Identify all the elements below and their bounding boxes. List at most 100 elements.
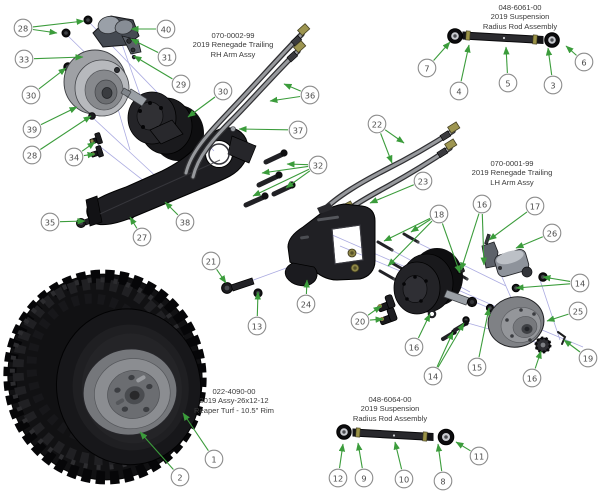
callout-number: 25 <box>573 307 583 317</box>
callout-balloon-39 <box>22 119 42 139</box>
leader-arrow <box>441 223 461 274</box>
callout-number: 9 <box>361 474 366 484</box>
callout-number: 32 <box>313 161 323 171</box>
callout-balloon-31 <box>157 47 177 67</box>
callout-balloon-30 <box>21 85 41 105</box>
callout-balloon-24 <box>296 294 316 314</box>
radius-rod-bottom <box>336 424 455 446</box>
callout-number: 10 <box>399 475 409 485</box>
leader-arrow <box>254 291 261 317</box>
callout-balloon-11 <box>469 446 489 466</box>
lh-pivot-bolt-nut <box>221 277 263 298</box>
leader-arrow <box>39 115 92 150</box>
callout-balloon-12 <box>328 468 348 488</box>
callout-number: 5 <box>505 79 510 89</box>
callout-balloon-10 <box>394 469 414 489</box>
leader-arrow <box>238 125 289 133</box>
callout-balloon-16 <box>472 194 492 214</box>
leader-arrow <box>216 268 227 284</box>
callout-balloon-29 <box>171 74 191 94</box>
callout-balloon-15 <box>467 357 487 377</box>
part-label-radius-rod-top: 048-6061-00 2019 Suspension Radius Rod A… <box>483 3 557 31</box>
callout-balloon-14 <box>570 273 590 293</box>
part-number: 048-6061-00 <box>498 3 542 12</box>
callout-balloon-22 <box>367 114 387 134</box>
leader-arrow <box>455 441 471 452</box>
part-desc-line1: 2019 Suspension <box>360 404 420 414</box>
leader-arrow <box>367 305 382 316</box>
callout-number: 38 <box>180 218 190 228</box>
callout-balloon-13 <box>247 316 267 336</box>
leader-arrow <box>269 95 301 104</box>
callout-balloon-8 <box>433 471 453 491</box>
callout-balloon-18 <box>429 204 449 224</box>
part-label-rh-arm-assy: 070-0002-99 2019 Renegade Trailing RH Ar… <box>193 31 274 59</box>
callout-number: 22 <box>372 120 382 130</box>
callout-balloon-17 <box>525 196 545 216</box>
callout-balloon-6 <box>574 52 594 72</box>
leader-arrow <box>356 442 363 469</box>
leader-arrow <box>252 168 310 197</box>
callout-balloon-30 <box>213 81 233 101</box>
leader-arrow <box>283 83 302 92</box>
leader-arrow <box>33 54 84 61</box>
callout-number: 24 <box>301 300 311 310</box>
callout-balloon-2 <box>170 467 190 487</box>
leader-arrow <box>369 184 415 204</box>
leader-arrow <box>515 283 571 291</box>
callout-number: 36 <box>305 91 315 101</box>
leader-arrow <box>387 220 433 267</box>
part-desc-line1: 2019 Assy-26x12-12 <box>199 396 269 406</box>
leader-arrow <box>436 331 454 368</box>
callout-number: 19 <box>583 354 593 364</box>
callout-balloon-40 <box>156 19 176 39</box>
leader-arrow <box>130 38 159 53</box>
leader-arrow <box>261 165 309 176</box>
callout-balloon-23 <box>413 171 433 191</box>
callout-balloon-20 <box>350 311 370 331</box>
leader-arrow <box>164 201 179 216</box>
callout-balloon-28 <box>13 18 33 38</box>
leader-arrow <box>435 443 443 472</box>
callout-balloon-14 <box>423 366 443 386</box>
callout-number: 14 <box>428 372 438 382</box>
rh-mount-bolts <box>243 149 296 208</box>
callout-number: 40 <box>161 25 171 35</box>
part-label-tire-assy: 022-4090-00 2019 Assy-26x12-12 Reaper Tu… <box>194 387 274 415</box>
callout-number: 18 <box>434 210 444 220</box>
leader-arrow <box>534 350 542 369</box>
callout-number: 8 <box>440 477 445 487</box>
part-desc-line2: Reaper Turf - 10.5" Rim <box>194 405 274 415</box>
leader-arrow <box>187 96 216 118</box>
leader-arrow <box>460 213 480 271</box>
leader-arrow <box>563 339 581 353</box>
leader-arrow <box>369 316 384 323</box>
leader-arrow <box>182 412 209 452</box>
leader-arrow <box>546 313 569 322</box>
lh-hydraulic-motor <box>393 248 478 319</box>
callout-balloon-36 <box>300 85 320 105</box>
callout-balloon-16 <box>404 337 424 357</box>
leader-arrow <box>40 106 78 126</box>
lh-brake-caliper <box>456 233 533 278</box>
part-number: 022-4090-00 <box>212 387 256 396</box>
callout-number: 39 <box>27 125 37 135</box>
callout-balloon-19 <box>578 348 598 368</box>
leader-arrow <box>488 211 528 241</box>
leader-arrow <box>410 218 431 233</box>
part-desc-line2: RH Arm Assy <box>210 49 256 59</box>
leader-arrow <box>303 279 310 295</box>
leader-arrow <box>129 216 138 229</box>
leader-arrow <box>503 46 510 74</box>
rh-hydraulic-motor <box>120 87 204 161</box>
leader-arrow <box>380 133 393 164</box>
radius-rod-top <box>447 28 560 48</box>
callout-number: 29 <box>176 80 186 90</box>
leader-arrow <box>542 275 571 282</box>
callout-number: 35 <box>45 218 55 228</box>
callout-balloon-38 <box>175 212 195 232</box>
callout-number: 12 <box>333 474 343 484</box>
callout-balloon-35 <box>40 212 60 232</box>
leader-arrow <box>384 129 405 144</box>
callout-balloon-34 <box>64 147 84 167</box>
